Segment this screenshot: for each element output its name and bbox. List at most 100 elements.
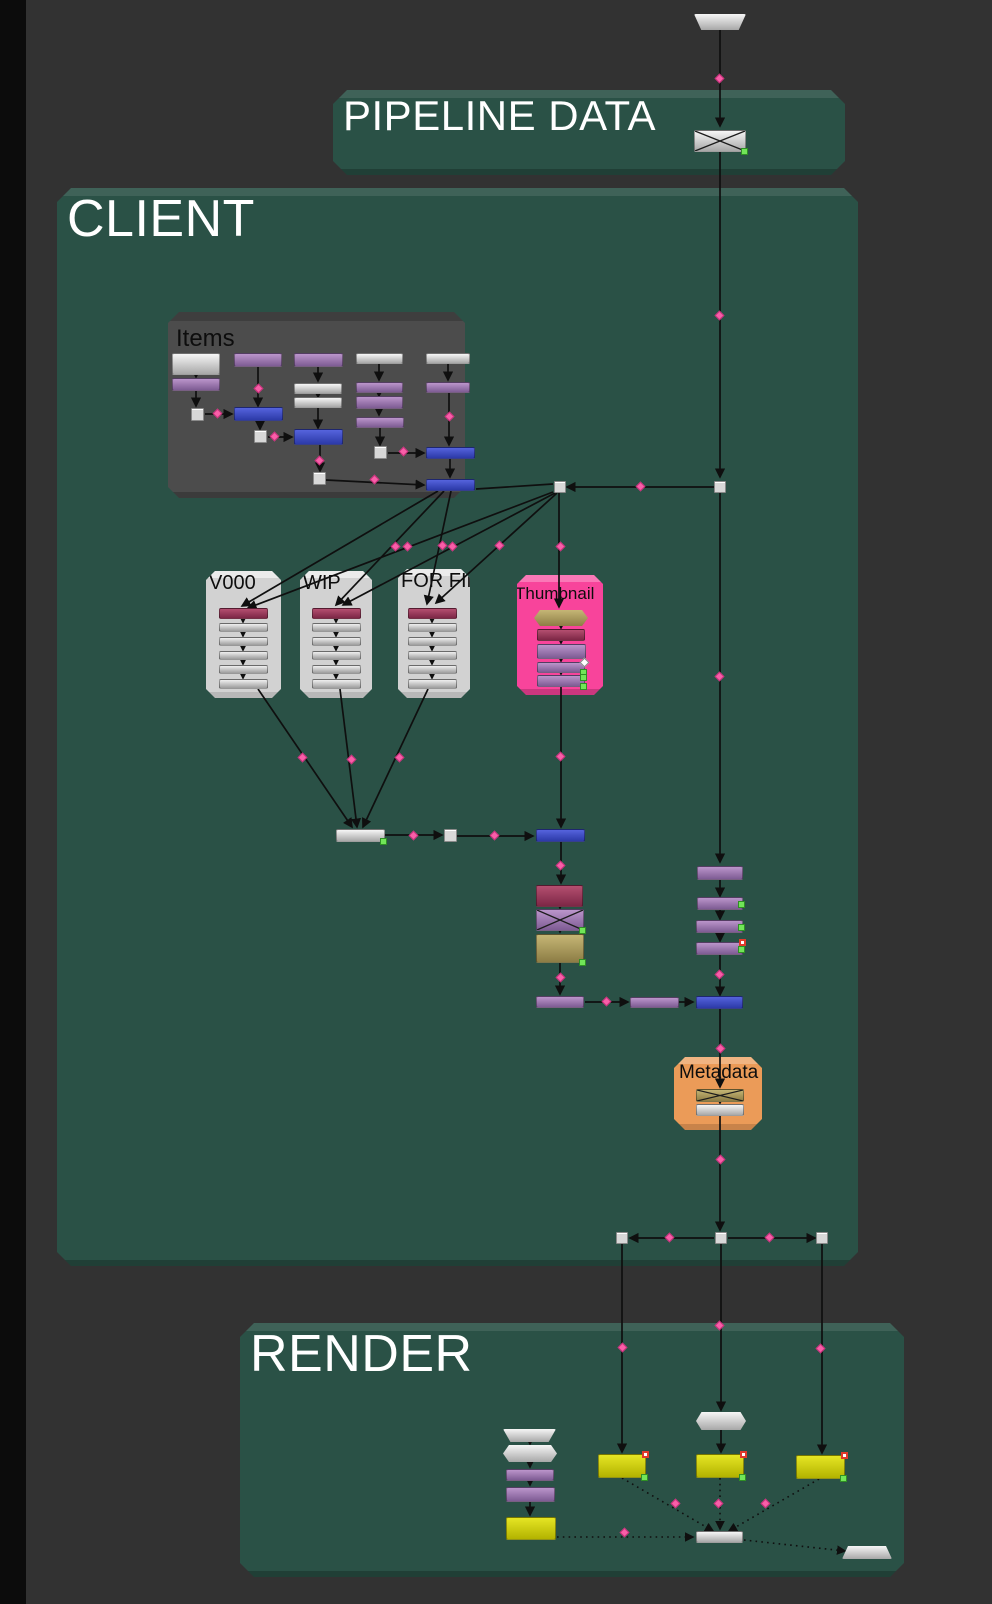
green-flag-icon[interactable] — [738, 900, 745, 908]
node-wip-b4[interactable] — [312, 665, 361, 674]
node-items-n3[interactable] — [234, 353, 282, 367]
node-items-n6[interactable] — [294, 383, 342, 394]
group-label-items: Items — [176, 325, 235, 352]
node-items-j3[interactable] — [313, 472, 326, 485]
node-v000-b4[interactable] — [219, 665, 268, 674]
node-items-n10[interactable] — [356, 382, 403, 393]
node-render-hex1[interactable] — [503, 1445, 557, 1462]
node-right-p4[interactable] — [696, 939, 746, 955]
node-render-p2[interactable] — [506, 1487, 555, 1502]
node-items-n15[interactable] — [426, 447, 475, 459]
node-items-n8[interactable] — [294, 429, 343, 445]
node-render-y1[interactable] — [506, 1517, 556, 1540]
node-right-p2[interactable] — [697, 897, 745, 910]
node-items-n5[interactable] — [294, 353, 343, 367]
node-mid-bypass[interactable] — [536, 909, 586, 934]
node-thumb-hex[interactable] — [534, 610, 588, 626]
node-render-y2[interactable] — [598, 1451, 649, 1481]
node-mid-purple2[interactable] — [630, 997, 679, 1008]
node-final-b4[interactable] — [408, 665, 457, 674]
green-flag-icon[interactable] — [741, 148, 748, 155]
node-render-y3[interactable] — [696, 1451, 747, 1481]
node-items-n4[interactable] — [234, 407, 283, 421]
red-flag-icon[interactable] — [739, 939, 746, 946]
group-label-wip: WIP — [303, 572, 341, 594]
node-junction-fan[interactable] — [554, 481, 566, 493]
node-final-b2[interactable] — [408, 637, 457, 646]
node-v000-b2[interactable] — [219, 637, 268, 646]
node-render-hex2[interactable] — [696, 1412, 746, 1430]
node-pipeline-bypass[interactable] — [694, 130, 748, 155]
node-items-n9[interactable] — [356, 353, 403, 364]
node-wip-b2[interactable] — [312, 637, 361, 646]
node-merge-dot[interactable] — [444, 829, 457, 842]
wire-dot[interactable] — [714, 73, 725, 84]
node-split-mid[interactable] — [715, 1232, 727, 1244]
group-box-render[interactable]: RENDER — [240, 1323, 904, 1577]
node-thumb-n3[interactable] — [537, 657, 590, 676]
node-mid-blue2[interactable] — [696, 996, 743, 1009]
green-flag-icon[interactable] — [380, 838, 387, 845]
red-flag-icon[interactable] — [642, 1451, 649, 1458]
node-render-p1[interactable] — [506, 1469, 554, 1481]
bypass-x-icon — [695, 131, 745, 151]
node-mid-blue[interactable] — [536, 829, 585, 842]
node-wip-b1[interactable] — [312, 623, 361, 632]
node-right-p1[interactable] — [697, 866, 743, 880]
green-flag-icon[interactable] — [738, 945, 745, 953]
green-flag-icon[interactable] — [738, 923, 745, 931]
green-flag-icon[interactable] — [579, 927, 586, 934]
node-meta-bypass[interactable] — [696, 1089, 744, 1102]
node-right-p3[interactable] — [696, 920, 745, 933]
node-thumb-n1[interactable] — [537, 629, 585, 641]
red-flag-icon[interactable] — [740, 1451, 747, 1458]
node-thumb-n4[interactable] — [537, 674, 587, 690]
node-mid-purple[interactable] — [536, 996, 584, 1008]
green-flag-icon[interactable] — [840, 1475, 847, 1482]
group-box-pipeline-data[interactable]: PIPELINE DATA — [333, 90, 845, 175]
node-items-n2[interactable] — [172, 378, 220, 391]
node-v000-b5[interactable] — [219, 679, 268, 689]
node-items-n7[interactable] — [294, 397, 342, 408]
node-mid-olive[interactable] — [536, 934, 586, 966]
green-flag-icon[interactable] — [641, 1474, 648, 1481]
node-split-right[interactable] — [816, 1232, 828, 1244]
node-items-n12[interactable] — [356, 417, 404, 428]
node-render-trap[interactable] — [503, 1429, 556, 1442]
node-items-n1[interactable] — [172, 353, 220, 375]
node-split-left[interactable] — [616, 1232, 628, 1244]
node-wip-b3[interactable] — [312, 651, 361, 660]
node-wip-b5[interactable] — [312, 679, 361, 689]
node-render-final[interactable] — [842, 1546, 892, 1559]
node-render-out[interactable] — [696, 1531, 743, 1543]
green-flag-icon[interactable] — [580, 683, 587, 690]
node-items-n14[interactable] — [426, 382, 470, 393]
green-flag-icon[interactable] — [579, 959, 586, 966]
green-flag-icon[interactable] — [580, 674, 587, 681]
node-meta-bar[interactable] — [696, 1104, 744, 1116]
node-top-input[interactable] — [694, 14, 746, 30]
node-wip-head[interactable] — [312, 608, 361, 619]
green-flag-icon[interactable] — [739, 1474, 746, 1481]
red-flag-icon[interactable] — [841, 1452, 848, 1459]
node-v000-b1[interactable] — [219, 623, 268, 632]
node-final-b5[interactable] — [408, 679, 457, 689]
node-items-j2[interactable] — [254, 430, 267, 443]
node-render-y4[interactable] — [796, 1452, 848, 1482]
node-items-n16[interactable] — [426, 479, 475, 491]
group-box-metadata[interactable]: Metadata — [674, 1057, 762, 1130]
node-merge-bar[interactable] — [336, 829, 387, 845]
node-items-n11[interactable] — [356, 396, 403, 409]
node-final-b3[interactable] — [408, 651, 457, 660]
node-junction-main[interactable] — [714, 481, 726, 493]
node-items-j1[interactable] — [191, 408, 204, 421]
node-items-n13[interactable] — [426, 353, 470, 364]
node-v000-b3[interactable] — [219, 651, 268, 660]
node-thumb-n2[interactable] — [537, 644, 586, 659]
node-mid-crimson[interactable] — [536, 885, 583, 907]
node-final-head[interactable] — [408, 608, 457, 619]
node-final-b1[interactable] — [408, 623, 457, 632]
node-items-j4[interactable] — [374, 446, 387, 459]
node-v000-head[interactable] — [219, 608, 268, 619]
